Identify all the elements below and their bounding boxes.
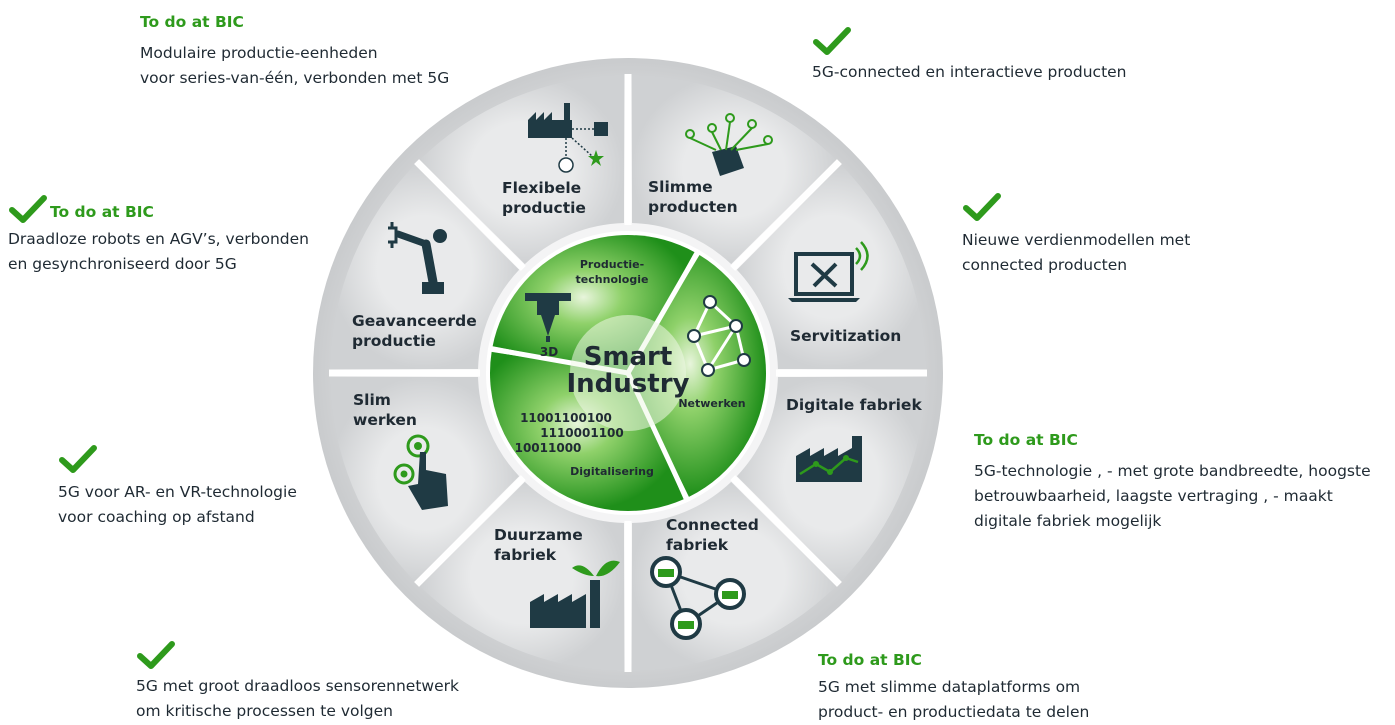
note-line: en gesynchroniseerd door 5G (8, 255, 237, 273)
core-label-productietechnologie: technologie (576, 273, 649, 286)
segment-slimme-producten-label: Slimme (648, 178, 713, 196)
note-line: 5G met groot draadloos sensorennetwerk (136, 677, 459, 695)
core-glow (570, 315, 686, 431)
core-label-netwerken: Netwerken (678, 397, 745, 410)
note-line: 5G voor AR- en VR-technologie (58, 483, 297, 501)
note-slimme-producten: 5G-connected en interactieve producten (812, 60, 1127, 85)
laptop-tools-icon (788, 241, 869, 302)
digital-factory-icon (796, 436, 862, 482)
todo-header: To do at BIC (140, 13, 244, 31)
note-line: connected producten (962, 256, 1128, 274)
note-line: Nieuwe verdienmodellen met (962, 231, 1191, 249)
segment-divider (414, 159, 526, 271)
note-line: Draadloze robots en AGV’s, verbonden (8, 230, 309, 248)
note-connected-fabriek: To do at BIC 5G met slimme dataplatforms… (818, 648, 1089, 725)
check-icon (813, 27, 851, 55)
note-line: voor series-van-één, verbonden met 5G (140, 69, 450, 87)
segment-servitization-label: Servitization (790, 327, 901, 345)
note-flexibele-productie: To do at BIC Modulaire productie-eenhede… (140, 10, 449, 91)
3d-printer-icon (525, 293, 571, 342)
note-line: 5G-connected en interactieve producten (812, 63, 1127, 81)
touch-hand-icon (393, 434, 448, 510)
factory-network-icon (528, 103, 608, 173)
segment-slimme-producten-label: producten (648, 198, 738, 216)
note-line: voor coaching op afstand (58, 508, 255, 526)
segment-divider (730, 475, 842, 587)
note-geavanceerde-productie: To do at BIC Draadloze robots en AGV’s, … (8, 200, 309, 277)
robot-arm-icon (388, 222, 447, 294)
note-line: Modulaire productie-eenheden (140, 44, 378, 62)
connected-factories-icon (650, 556, 746, 640)
segment-duurzame-fabriek-label: fabriek (494, 546, 557, 564)
check-icon (9, 195, 47, 223)
segment-divider (414, 475, 526, 587)
segment-divider (730, 159, 842, 271)
check-icon (137, 641, 175, 669)
segment-geavanceerde-productie-label: productie (352, 332, 436, 350)
core-label-productietechnologie: Productie- (580, 258, 644, 271)
segment-digitale-fabriek-label: Digitale fabriek (786, 396, 922, 414)
network-icon (687, 295, 751, 377)
note-line: 5G-technologie , - met grote bandbreedte… (974, 462, 1371, 480)
segment-geavanceerde-productie (420, 75, 625, 265)
note-digitale-fabriek: To do at BIC 5G-technologie , - met grot… (974, 428, 1371, 534)
note-slim-werken: 5G voor AR- en VR-technologie voor coach… (58, 480, 297, 530)
note-line: 5G met slimme dataplatforms om (818, 678, 1081, 696)
todo-header: To do at BIC (818, 651, 922, 669)
note-line: om kritische processen te volgen (136, 702, 393, 720)
segment-flexibele-productie-label: productie (502, 199, 586, 217)
core-label-3d: 3D (540, 345, 558, 359)
note-line: digitale fabriek mogelijk (974, 512, 1162, 530)
check-icon (59, 445, 97, 473)
center-title-line1: Smart (584, 342, 673, 372)
note-duurzame-fabriek: 5G met groot draadloos sensorennetwerk o… (136, 674, 459, 724)
center-title-line2: Industry (567, 369, 690, 399)
note-line: product- en productiedata te delen (818, 703, 1090, 721)
circuit-tag-icon (685, 113, 773, 176)
check-icon (963, 193, 1001, 221)
segment-connected-fabriek-label: Connected (666, 516, 759, 534)
green-factory-icon (530, 560, 620, 628)
segment-labels: Flexibele productie Slimme productenServiti… (352, 103, 922, 640)
core-label-digitalisering: Digitalisering (570, 465, 654, 478)
binary-line: 10011000 (515, 441, 582, 455)
binary-line: 11001100100 (520, 411, 612, 425)
segment-connected-fabriek-label: fabriek (666, 536, 729, 554)
segment-duurzame-fabriek-label: Duurzame (494, 526, 583, 544)
segment-slim-werken (330, 165, 520, 370)
segment-flexibele-productie-label: Flexibele (502, 179, 581, 197)
todo-header: To do at BIC (974, 431, 1078, 449)
segment-slim-werken-label: werken (353, 411, 417, 429)
note-servitization: Nieuwe verdienmodellen met connected pro… (962, 228, 1190, 278)
segment-slim-werken-label: Slim (353, 391, 391, 409)
note-line: betrouwbaarheid, laagste vertraging , - … (974, 487, 1333, 505)
binary-line: 1110001100 (540, 426, 624, 440)
core-sector (628, 254, 767, 497)
todo-header: To do at BIC (50, 203, 154, 221)
segment-geavanceerde-productie-label: Geavanceerde (352, 312, 477, 330)
